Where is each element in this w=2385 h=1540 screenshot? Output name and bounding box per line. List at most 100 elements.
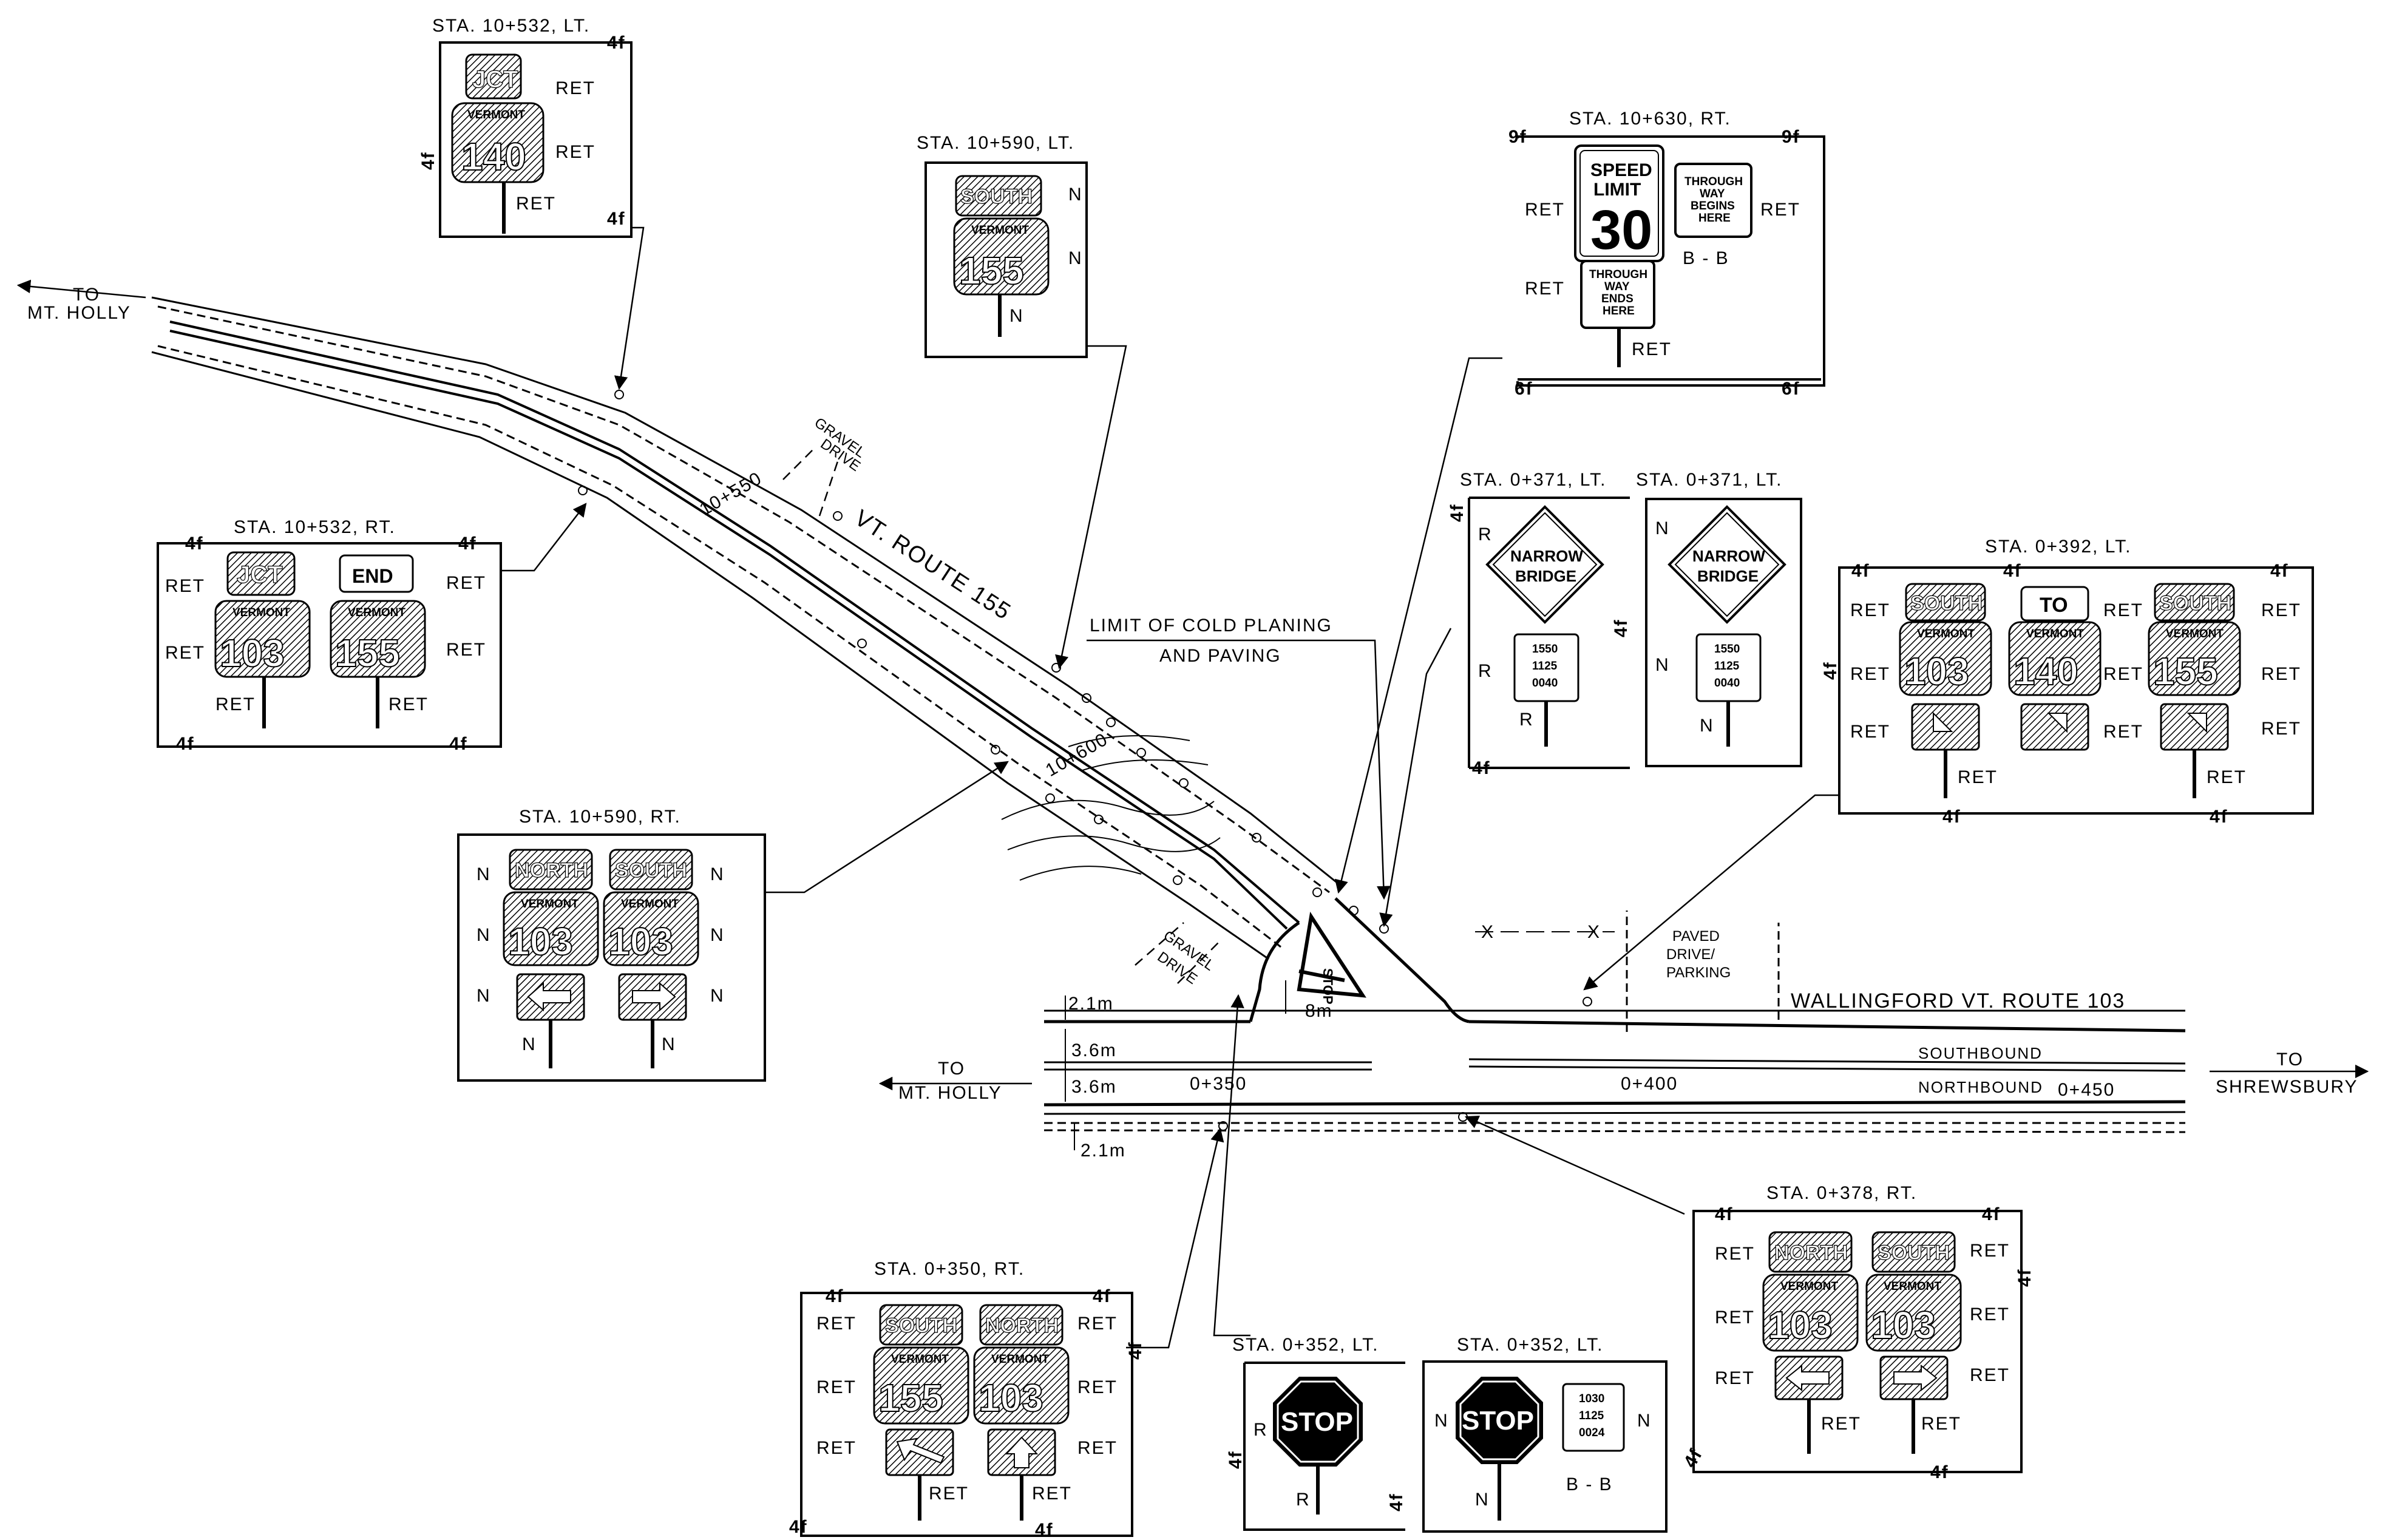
panel-station-label: STA. 10+630, RT. [1569,109,1731,129]
r-label-2: R [1478,661,1493,681]
n-label-1: N [1434,1411,1449,1431]
panel-station-label: STA. 0+352, LT. [1457,1335,1604,1355]
plaque-line-2: 1125 [1532,660,1558,673]
through-ends-3: ENDS [1601,293,1634,305]
ret-label-9: RET [2261,719,2301,739]
north-text: NORTH [1774,1241,1848,1264]
ret-label-4: RET [1970,1241,2010,1261]
route-155-number: 155 [959,249,1024,293]
fence-mark-2: X [1587,922,1601,942]
corner-mark-5: 4f [1035,1520,1054,1540]
dest-mt-holly-top-place: MT. HOLLY [27,303,131,323]
corner-mark-2: 4f [1386,1493,1406,1511]
r-label-1: R [1254,1420,1268,1440]
ret-label-8: RET [1921,1414,1961,1434]
end-text: END [352,565,393,587]
route-140-number: 140 [2014,650,2078,693]
corner-mark-3: 4f [1472,758,1491,778]
leader-lines [501,226,1839,1349]
n-label-1: N [477,864,491,884]
panel-station-label: STA. 0+352, LT. [1232,1335,1379,1355]
r-label-2: R [1296,1490,1311,1510]
route-140-number: 140 [461,135,526,178]
ret-label-2: RET [1850,664,1890,684]
route-103-number: 103 [220,631,285,675]
sign-panel-sta-0-392-lt: STA. 0+392, LT. SOUTH TO SOUTH VERMONT 1… [1820,537,2314,827]
south-text: SOUTH [615,859,687,882]
dim-2-1m-top: 2.1m [1068,994,1114,1014]
sign-panel-sta-0-378-rt: STA. 0+378, RT. NORTH SOUTH VERMONT 103 … [1680,1183,2035,1482]
ret-label-7: RET [2261,600,2301,620]
sign-panel-sta-10-630-rt: STA. 10+630, RT. SPEED LIMIT 30 THROUGH … [1508,109,1825,399]
n-label-3: N [1700,716,1714,736]
ret-label-2: RET [1715,1308,1755,1328]
through-ends-2: WAY [1604,280,1630,293]
limit-note-line1: LIMIT OF COLD PLANING [1090,616,1332,636]
corner-mark-1: 4f [607,33,626,53]
south-text-a: SOUTH [1910,592,1983,615]
ret-label-8: RET [1032,1484,1072,1504]
plaque-line-2: 1125 [1714,660,1740,673]
narrow-text: NARROW [1692,547,1765,565]
corner-mark-4: 4f [1942,807,1961,827]
n-label-3: N [477,986,491,1006]
station-0-400: 0+400 [1621,1074,1678,1094]
ret-label-3: RET [1760,200,1800,220]
panel-station-label: STA. 10+532, RT. [234,517,396,537]
route-155-number: 155 [878,1376,943,1420]
sign-panel-sta-0-352-lt-a: STA. 0+352, LT. STOP R R 4f 4f [1226,1335,1406,1531]
panel-station-label: STA. 0+392, LT. [1985,537,2132,557]
corner-mark-1: 9f [1508,127,1527,147]
n-label-4: N [710,864,725,884]
ret-label-1: RET [555,78,595,98]
ret-label-3: RET [1715,1368,1755,1388]
route-103-label: WALLINGFORD VT. ROUTE 103 [1791,989,2125,1013]
northbound-label: NORTHBOUND [1918,1078,2043,1096]
dest-mt-holly-bottom-to: TO [938,1059,965,1079]
vermont-text-a: VERMONT [1917,628,1975,640]
vermont-text: VERMONT [971,224,1029,237]
south-text-b: SOUTH [2159,592,2231,615]
ret-label-4: RET [1632,339,1672,359]
north-text: NORTH [515,859,588,882]
ret-label-3: RET [1850,722,1890,742]
corner-mark-3: 6f [1515,379,1533,399]
ret-label-1: RET [165,576,205,596]
ret-label-8: RET [2261,664,2301,684]
corner-mark-2: 4f [458,534,477,554]
n-label-2: N [1637,1411,1652,1431]
route-103-number-b: 103 [608,920,673,963]
corner-mark-3: 4f [1125,1341,1145,1360]
sign-panel-sta-10-532-rt: STA. 10+532, RT. JCT END VERMONT 103 VER… [157,517,502,754]
route-103-number-a: 103 [508,920,573,963]
ret-label-1: RET [1525,200,1565,220]
plaque-line-3: 0040 [1714,677,1740,690]
plaque-line-1: 1550 [1714,643,1740,656]
ret-label-5: RET [2103,664,2143,684]
corner-mark-3: 4f [607,209,626,229]
n-label-3: N [1475,1490,1490,1510]
corner-mark-2: 9f [1782,127,1800,147]
corner-mark-5: 4f [2210,807,2228,827]
north-text: NORTH [985,1314,1059,1337]
sign-panel-sta-10-590-rt: STA. 10+590, RT. NORTH SOUTH VERMONT 103… [457,807,766,1082]
n-label-2: N [477,925,491,945]
station-0-450: 0+450 [2058,1080,2115,1100]
plaque-line-1: 1550 [1532,643,1558,656]
stop-bar-text: STOP [1320,968,1335,1005]
dest-shrewsbury-place: SHREWSBURY [2216,1077,2358,1097]
through-begins-3: BEGINS [1691,200,1735,212]
ret-label-11: RET [2207,767,2247,787]
through-ends-4: HERE [1603,305,1635,317]
ret-label-2: RET [816,1377,857,1397]
ret-label-5: RET [1970,1304,2010,1325]
bridge-text: BRIDGE [1697,567,1759,585]
ret-label-2: RET [555,142,595,162]
corner-mark-2: 4f [2003,561,2022,581]
plaque-line-2: 1125 [1579,1409,1604,1422]
through-ends-1: THROUGH [1589,268,1647,281]
fence-mark-1: X [1481,922,1494,942]
ret-label-3: RET [816,1438,857,1458]
ret-label-2: RET [1525,279,1565,299]
ret-label-5: RET [1077,1377,1118,1397]
